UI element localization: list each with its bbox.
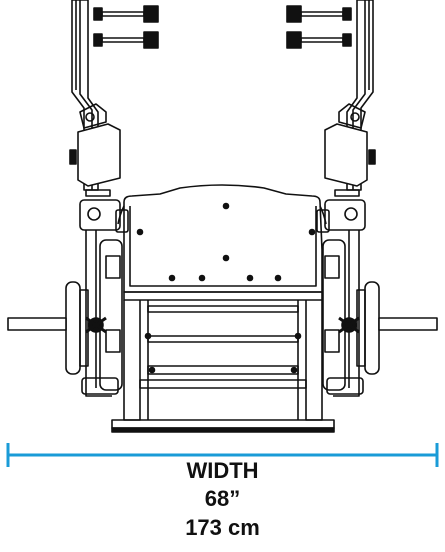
left-weight-carriage [7, 199, 123, 397]
base-frame [111, 419, 335, 433]
right-upright-frame [286, 0, 376, 197]
dimension-label: WIDTH [186, 458, 259, 483]
dimension-value-inches: 68” [204, 486, 241, 511]
dimension-value-cm: 173 cm [185, 515, 260, 540]
left-upright-frame [69, 0, 159, 197]
machine-front-view-drawing [7, 0, 438, 433]
width-dimension-line [6, 443, 439, 467]
center-frame [123, 291, 323, 421]
footplate [115, 184, 330, 293]
right-weight-carriage [322, 199, 438, 397]
